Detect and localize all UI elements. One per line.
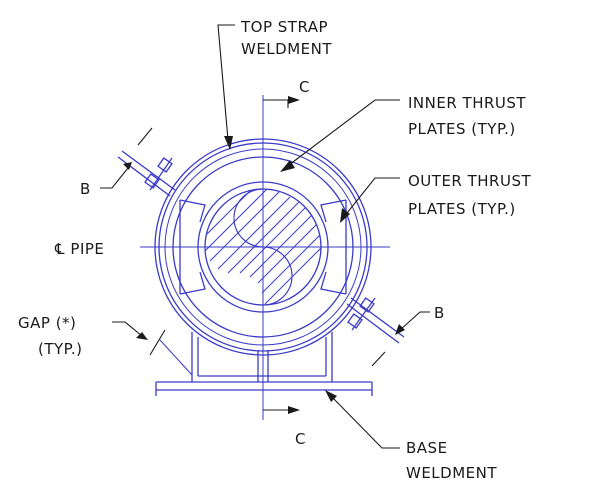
- label-section-c-top: C: [299, 78, 310, 96]
- dim-tick-b-left: [137, 127, 153, 146]
- label-top-strap-line2: WELDMENT: [241, 40, 332, 58]
- arrow-b-right: [395, 324, 405, 335]
- arrow-gap: [136, 332, 148, 340]
- section-cut-top: [263, 99, 289, 108]
- label-top-strap-line1: TOP STRAP: [240, 18, 328, 36]
- label-base-line1: BASE: [406, 439, 448, 457]
- bolt-lug-left: [117, 150, 176, 197]
- label-outer-thrust-line2: PLATES (TYP.): [408, 200, 516, 218]
- arrow-top-strap: [224, 136, 233, 150]
- label-gap-line2: (TYP.): [38, 340, 83, 358]
- arrow-base: [325, 390, 337, 402]
- thrust-plate-notch-left-bottom: [179, 271, 206, 295]
- label-inner-thrust-line2: PLATES (TYP.): [408, 120, 516, 138]
- label-outer-thrust-line1: OUTER THRUST: [408, 172, 531, 190]
- label-cl-pipe: ℄ PIPE: [54, 240, 104, 258]
- arrow-outer-thrust: [340, 208, 350, 223]
- outer-ring: [154, 138, 372, 356]
- leader-b-left: [100, 167, 129, 189]
- strap-ring: [164, 148, 362, 346]
- outer-thrust-plate-ring: [172, 156, 354, 338]
- section-arrow-top: [288, 96, 300, 104]
- dim-tick-gap: [149, 329, 166, 356]
- inner-thrust-plate-ring: [197, 181, 329, 313]
- outer-ring-inner-edge: [158, 142, 368, 352]
- thrust-plate-notch-right-bottom: [320, 271, 347, 295]
- base-weldment: [155, 332, 373, 396]
- leader-base: [329, 394, 400, 449]
- label-section-c-bottom: C: [295, 430, 306, 448]
- bolt-lug-right: [346, 297, 405, 344]
- label-b-left: B: [80, 180, 91, 198]
- label-base-line2: WELDMENT: [406, 464, 497, 482]
- leader-gap: [112, 321, 143, 337]
- arrow-inner-thrust: [280, 160, 295, 172]
- pipe-section: [204, 188, 322, 306]
- leader-top-strap: [217, 24, 235, 141]
- label-gap-line1: GAP (*): [18, 314, 76, 332]
- thrust-plate-notch-right-top: [320, 199, 347, 223]
- leader-outer-thrust: [342, 177, 400, 219]
- section-arrow-bottom: [288, 406, 300, 414]
- leader-inner-thrust: [284, 99, 400, 169]
- leader-b-right: [399, 311, 430, 331]
- arrow-b-left: [123, 162, 132, 170]
- label-inner-thrust-line1: INNER THRUST: [408, 94, 526, 112]
- dim-tick-b-right: [371, 351, 386, 367]
- thrust-plate-notch-left-top: [179, 199, 206, 223]
- label-b-right: B: [434, 304, 445, 322]
